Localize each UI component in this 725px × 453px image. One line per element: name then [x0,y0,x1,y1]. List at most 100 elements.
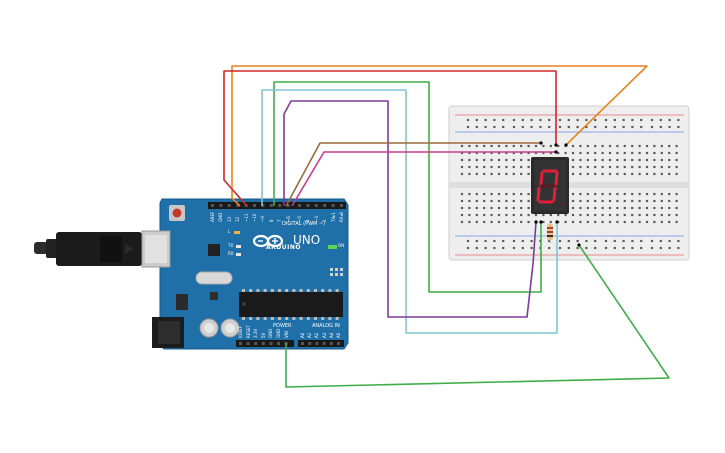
breadboard-hole[interactable] [497,144,501,148]
breadboard-hole[interactable] [653,172,656,176]
breadboard-hole[interactable] [594,199,597,203]
breadboard-hole[interactable] [505,151,508,155]
breadboard-hole[interactable] [549,151,552,155]
header-pin[interactable] [322,342,326,345]
breadboard-hole[interactable] [594,213,597,217]
breadboard-hole[interactable] [579,144,582,148]
rail-hole[interactable] [585,239,588,243]
rail-hole[interactable] [631,239,634,243]
breadboard-hole[interactable] [468,158,471,162]
breadboard-hole[interactable] [608,220,612,224]
rail-hole[interactable] [585,246,588,250]
rail-hole[interactable] [475,239,478,243]
breadboard-hole[interactable] [579,165,582,169]
breadboard-hole[interactable] [520,144,523,148]
breadboard-hole[interactable] [675,220,678,224]
breadboard-hole[interactable] [571,199,575,203]
breadboard-hole[interactable] [653,206,656,210]
breadboard-hole[interactable] [475,158,478,162]
rail-hole[interactable] [502,239,505,243]
header-pin[interactable] [340,204,343,207]
breadboard-hole[interactable] [660,192,663,196]
header-pin[interactable] [227,204,231,207]
breadboard-hole[interactable] [594,151,597,155]
breadboard-hole[interactable] [675,165,678,169]
wire-red[interactable] [223,70,557,207]
breadboard-hole[interactable] [468,220,471,224]
breadboard-hole[interactable] [460,213,464,217]
breadboard-hole[interactable] [460,172,464,176]
header-pin[interactable] [337,342,340,345]
breadboard-hole[interactable] [571,206,575,210]
breadboard-hole[interactable] [483,220,486,224]
rail-hole[interactable] [604,246,608,250]
rail-hole[interactable] [558,239,562,243]
breadboard-hole[interactable] [668,206,671,210]
breadboard-hole[interactable] [653,144,656,148]
breadboard-hole[interactable] [631,158,634,162]
breadboard-hole[interactable] [653,165,656,169]
rail-hole[interactable] [613,246,616,250]
breadboard-hole[interactable] [497,206,501,210]
usb-cable[interactable] [34,230,171,268]
breadboard-hole[interactable] [490,199,493,203]
breadboard-hole[interactable] [475,192,478,196]
breadboard-hole[interactable] [497,165,501,169]
header-pin[interactable] [261,342,265,345]
rail-hole[interactable] [613,125,616,129]
rail-hole[interactable] [650,118,654,122]
breadboard-hole[interactable] [512,199,515,203]
breadboard-hole[interactable] [579,199,582,203]
wire-purple[interactable] [283,100,537,318]
breadboard-hole[interactable] [586,165,589,169]
breadboard-hole[interactable] [623,165,626,169]
breadboard-hole[interactable] [520,199,523,203]
breadboard-hole[interactable] [571,213,575,217]
breadboard-hole[interactable] [660,158,663,162]
breadboard-hole[interactable] [571,172,575,176]
breadboard-hole[interactable] [460,165,464,169]
breadboard-hole[interactable] [675,151,678,155]
breadboard-hole[interactable] [505,206,508,210]
breadboard-hole[interactable] [675,158,678,162]
breadboard-hole[interactable] [527,206,530,210]
breadboard-hole[interactable] [475,213,478,217]
breadboard-hole[interactable] [638,213,641,217]
breadboard-hole[interactable] [468,172,471,176]
rail-hole[interactable] [613,239,616,243]
breadboard-hole[interactable] [549,144,552,148]
breadboard-hole[interactable] [460,206,464,210]
breadboard-hole[interactable] [608,158,612,162]
breadboard-hole[interactable] [653,199,656,203]
header-pin[interactable] [211,204,214,207]
breadboard-hole[interactable] [594,220,597,224]
rail-hole[interactable] [650,246,654,250]
breadboard-hole[interactable] [460,220,464,224]
breadboard-hole[interactable] [645,172,649,176]
breadboard-hole[interactable] [608,199,612,203]
breadboard-hole[interactable] [468,165,471,169]
breadboard-hole[interactable] [623,220,626,224]
rail-hole[interactable] [604,118,608,122]
breadboard-hole[interactable] [638,206,641,210]
rail-hole[interactable] [640,125,643,129]
breadboard-hole[interactable] [475,144,478,148]
rail-hole[interactable] [484,118,487,122]
rail-hole[interactable] [650,239,654,243]
breadboard-hole[interactable] [653,192,656,196]
rail-hole[interactable] [493,118,496,122]
breadboard-hole[interactable] [520,165,523,169]
breadboard-hole[interactable] [601,213,604,217]
breadboard-hole[interactable] [497,151,501,155]
breadboard-hole[interactable] [601,144,604,148]
breadboard-hole[interactable] [468,213,471,217]
breadboard-hole[interactable] [601,172,604,176]
breadboard-hole[interactable] [586,158,589,162]
rail-hole[interactable] [604,125,608,129]
rail-hole[interactable] [521,246,524,250]
rail-hole[interactable] [659,239,662,243]
breadboard-hole[interactable] [527,220,530,224]
breadboard-hole[interactable] [668,220,671,224]
breadboard-hole[interactable] [579,220,582,224]
breadboard-hole[interactable] [668,199,671,203]
